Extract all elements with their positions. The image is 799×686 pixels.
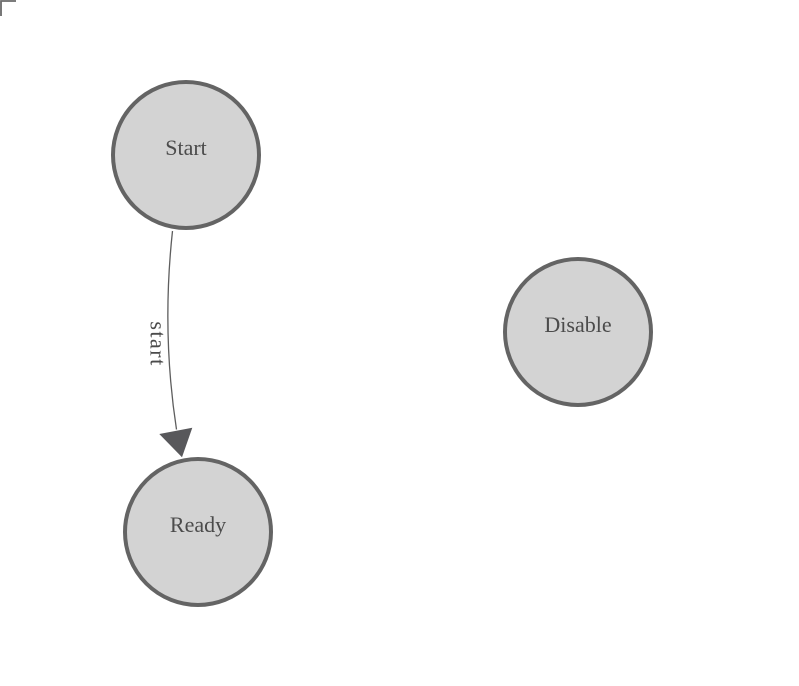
- node-circle[interactable]: [111, 80, 261, 230]
- corner-mark-icon: [0, 0, 16, 16]
- node-circle[interactable]: [123, 457, 273, 607]
- edge-start-to-ready: start: [146, 230, 193, 458]
- state-node-start[interactable]: Start: [111, 80, 261, 230]
- node-label: Disable: [544, 312, 611, 337]
- edge-label[interactable]: start: [146, 321, 171, 366]
- state-node-ready[interactable]: Ready: [123, 457, 273, 607]
- arrowhead-icon: [159, 427, 193, 458]
- node-label: Start: [165, 135, 207, 160]
- node-circle[interactable]: [503, 257, 653, 407]
- state-node-disable[interactable]: Disable: [503, 257, 653, 407]
- node-label: Ready: [170, 512, 226, 537]
- edge-path[interactable]: [167, 230, 178, 430]
